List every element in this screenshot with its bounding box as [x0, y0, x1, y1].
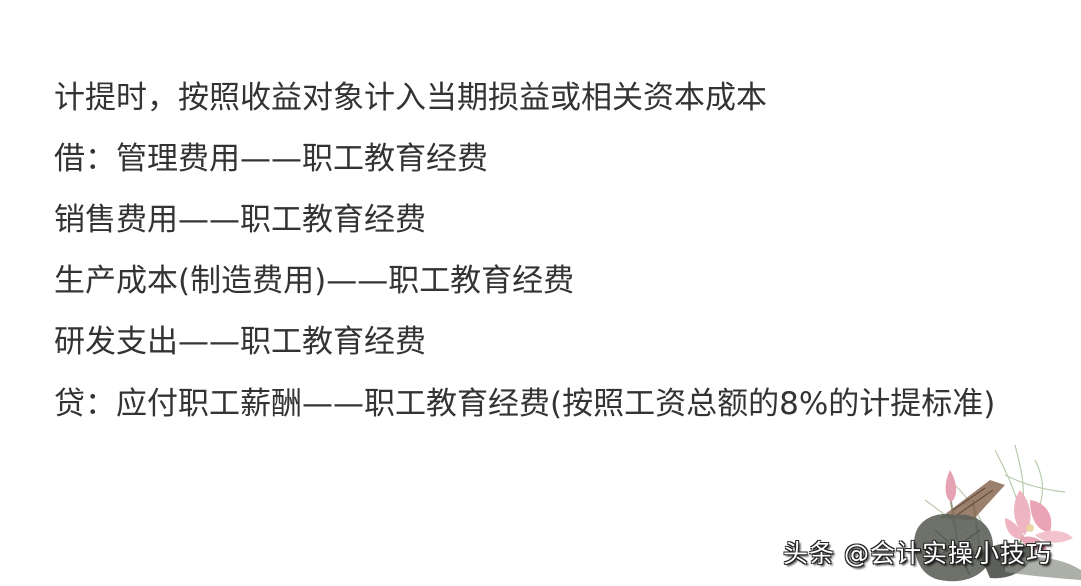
text-line-debit-rnd: 研发支出——职工教育经费: [54, 324, 426, 360]
document-body: 计提时，按照收益对象计入当期损益或相关资本成本 借：管理费用——职工教育经费 销…: [54, 68, 1014, 429]
text-line-credit: 贷：应付职工薪酬——职工教育经费(按照工资总额的8%的计提标准): [54, 386, 996, 422]
text-line-debit-sales: 销售费用——职工教育经费: [54, 202, 426, 238]
text-line-debit-admin: 借：管理费用——职工教育经费: [54, 141, 488, 177]
lotus-painting-icon: [914, 444, 1081, 582]
text-line-intro: 计提时，按照收益对象计入当期损益或相关资本成本: [54, 80, 767, 116]
watermark: 头条 @会计实操小技巧: [783, 539, 1052, 568]
text-line-debit-production: 生产成本(制造费用)——职工教育经费: [54, 263, 575, 299]
